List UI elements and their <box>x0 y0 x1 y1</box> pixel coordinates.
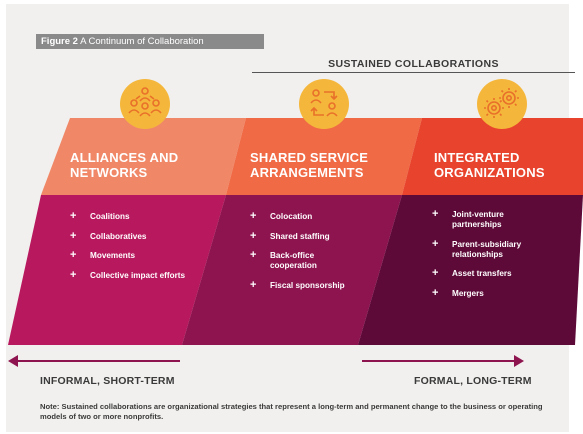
plus-icon: + <box>250 278 257 291</box>
shared-service-title-line-2: ARRANGEMENTS <box>250 165 364 180</box>
shared-service-body-panel <box>182 195 402 345</box>
plus-icon: + <box>432 208 439 220</box>
sustained-collaborations-rule <box>252 72 575 73</box>
item-label: Movements <box>90 251 136 260</box>
item-label: Parent-subsidiary relationships <box>452 239 522 259</box>
plus-icon: + <box>250 249 257 261</box>
list-item: + Colocation <box>250 210 365 222</box>
list-item: + Collaboratives <box>70 229 200 242</box>
list-item: + Shared staffing <box>250 229 365 242</box>
list-item: + Parent-subsidiary relationships <box>432 237 552 260</box>
plus-icon: + <box>70 268 77 281</box>
figure-title: A Continuum of Collaboration <box>80 36 204 47</box>
integrated-items: + Joint-venture partnerships + Parent-subs… <box>432 208 552 308</box>
sustained-collaborations-heading: SUSTAINED COLLABORATIONS <box>328 58 499 70</box>
item-label: Collaboratives <box>90 231 147 241</box>
alliances-items: + Coalitions + Collaboratives + Movements +… <box>70 210 200 290</box>
integrated-body-panel <box>358 195 583 345</box>
item-label: Joint-venture partnerships <box>452 210 504 229</box>
plus-icon: + <box>250 229 257 242</box>
list-item: + Joint-venture partnerships <box>432 208 552 230</box>
integrated-title-line-1: INTEGRATED <box>434 150 520 165</box>
integrated-title-line-2: ORGANIZATIONS <box>434 165 545 180</box>
informal-arrow <box>8 355 180 367</box>
people-network-icon <box>120 79 170 129</box>
figure-caption-bar: Figure 2 A Continuum of Collaboration <box>36 34 264 49</box>
item-label: Asset transfers <box>452 269 512 278</box>
plus-icon: + <box>250 210 257 222</box>
item-label: Collective impact efforts <box>90 270 186 280</box>
plus-icon: + <box>432 267 439 279</box>
list-item: + Mergers <box>432 286 552 299</box>
figure-note: Note: Sustained collaborations are organ… <box>40 402 543 421</box>
integrated-header-band <box>402 118 583 195</box>
plus-icon: + <box>70 210 77 222</box>
plus-icon: + <box>70 229 77 242</box>
list-item: + Collective impact efforts <box>70 268 200 281</box>
plus-icon: + <box>432 237 439 250</box>
shared-cycle-icon <box>299 79 349 129</box>
shared-service-title-line-1: SHARED SERVICE <box>250 150 369 165</box>
list-item: + Coalitions <box>70 210 200 222</box>
alliances-title-line-1: ALLIANCES AND <box>70 150 179 165</box>
item-label: Fiscal sponsorship <box>270 280 345 290</box>
item-label: Mergers <box>452 288 484 298</box>
alliances-body-panel <box>8 195 226 345</box>
shared-service-header-band <box>226 118 422 195</box>
item-label: Back-office cooperation <box>270 251 317 270</box>
plus-icon: + <box>70 249 77 261</box>
shared-service-title: SHARED SERVICE ARRANGEMENTS <box>250 150 368 180</box>
shared-service-items: + Colocation + Shared staffing + Back-offic… <box>250 210 365 300</box>
alliances-title-line-2: NETWORKS <box>70 165 148 180</box>
item-label: Shared staffing <box>270 231 330 241</box>
gears-icon <box>477 79 527 129</box>
item-label: Colocation <box>270 212 313 221</box>
list-item: + Back-office cooperation <box>250 249 365 271</box>
plus-icon: + <box>432 286 439 299</box>
informal-short-term-label: INFORMAL, SHORT-TERM <box>40 375 175 387</box>
list-item: + Movements <box>70 249 200 261</box>
figure-number: Figure 2 <box>41 36 78 47</box>
list-item: + Asset transfers <box>432 267 552 279</box>
item-label: Coalitions <box>90 212 130 221</box>
alliances-title: ALLIANCES AND NETWORKS <box>70 150 178 180</box>
formal-arrow <box>362 355 524 367</box>
list-item: + Fiscal sponsorship <box>250 278 365 291</box>
integrated-title: INTEGRATED ORGANIZATIONS <box>434 150 545 180</box>
alliances-header-band <box>41 118 246 195</box>
formal-long-term-label: FORMAL, LONG-TERM <box>414 375 532 387</box>
